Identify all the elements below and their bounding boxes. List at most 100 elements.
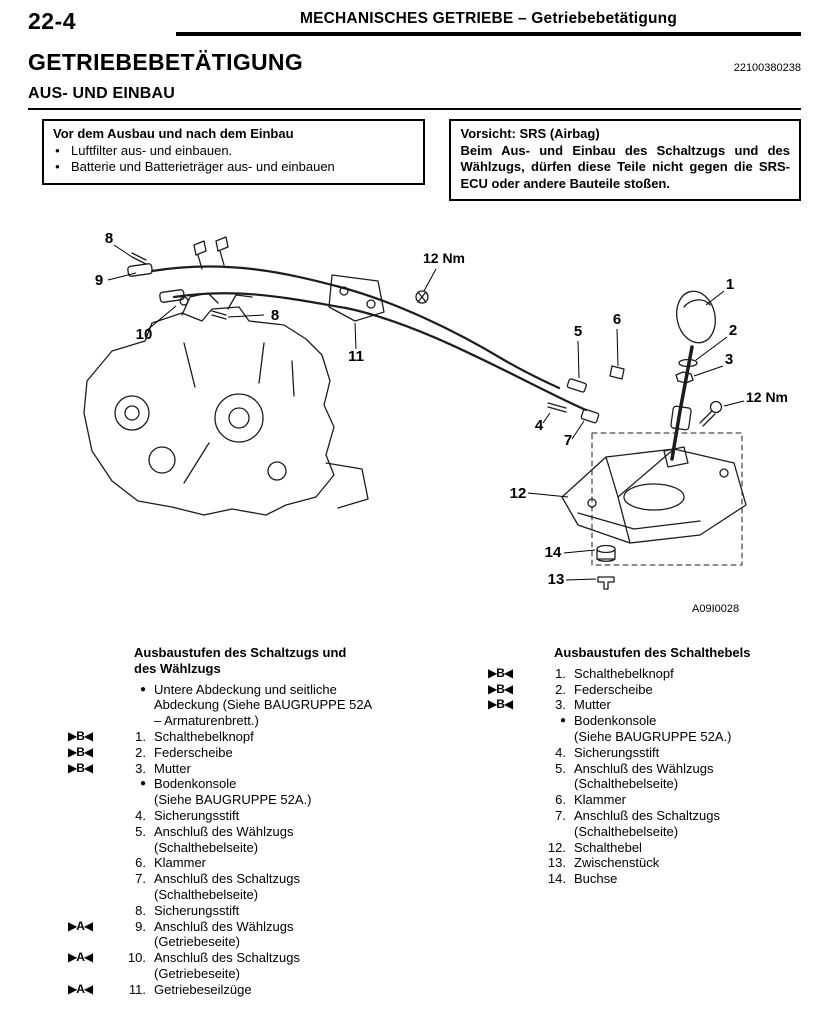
pre-work-item: ● Luftfilter aus- und einbauen. [53, 143, 414, 160]
lock-pin [547, 402, 567, 413]
page-header: 22-4 MECHANISCHES GETRIEBE – Getriebebet… [28, 8, 801, 36]
bullet-icon: ● [55, 145, 60, 155]
callout-3: 3 [725, 351, 733, 368]
step-marker [68, 713, 116, 729]
step-number [536, 729, 574, 745]
caution-box: Vorsicht: SRS (Airbag) Beim Aus- und Ein… [449, 119, 801, 201]
caution-title: Vorsicht: SRS (Airbag) [460, 126, 600, 141]
list-row: 8.Sicherungsstift [68, 903, 436, 919]
list-row: ▶B◀1.Schalthebelknopf [488, 666, 788, 682]
step-text: (Siehe BAUGRUPPE 52A.) [154, 792, 312, 808]
step-number [116, 713, 154, 729]
list-row: ●Untere Abdeckung und seitliche [68, 682, 436, 698]
step-marker [68, 840, 116, 856]
cotter-pin [211, 310, 227, 320]
torque-bolt-top [415, 290, 429, 304]
callout-10: 10 [136, 326, 153, 343]
list-row: ▶B◀1.Schalthebelknopf [68, 729, 436, 745]
list-row: 12.Schalthebel [488, 840, 788, 856]
step-text: Anschluß des Schaltzugs [154, 950, 300, 966]
step-number: 6. [555, 792, 566, 808]
step-marker [68, 824, 116, 840]
step-marker [488, 808, 536, 824]
callout-13: 13 [548, 571, 565, 588]
list-row: – Armaturenbrett.) [68, 713, 436, 729]
list-row: 4.Sicherungsstift [68, 808, 436, 824]
list-row: 5.Anschluß des Wählzugs [488, 761, 788, 777]
diagram-lineart [83, 236, 747, 590]
step-marker [488, 776, 536, 792]
step-text: Klammer [574, 792, 627, 808]
callout-12: 12 [510, 485, 527, 502]
step-marker: ▶B◀ [488, 665, 513, 680]
step-number [116, 697, 154, 713]
page-number: 22-4 [28, 8, 77, 34]
exploded-view-diagram: 8 9 10 8 11 12 Nm 5 6 1 2 3 12 Nm 4 7 12… [28, 211, 801, 643]
torque-label-right: 12 Nm [746, 389, 788, 405]
step-number [116, 792, 154, 808]
console-dashed-box [591, 432, 743, 566]
step-text: Sicherungsstift [154, 807, 240, 823]
list-row: Abdeckung (Siehe BAUGRUPPE 52A [68, 697, 436, 713]
step-number: 13. [547, 855, 566, 871]
list-row: 7.Anschluß des Schaltzugs [68, 871, 436, 887]
step-number: 6. [135, 855, 146, 871]
step-number: ● [139, 778, 146, 790]
header-title-block: MECHANISCHES GETRIEBE – Getriebebetätigu… [176, 8, 801, 36]
list-row: (Siehe BAUGRUPPE 52A.) [68, 792, 436, 808]
cable-end-fitting [159, 289, 185, 303]
list-row: 6. Klammer [68, 855, 436, 871]
step-marker: ▶A◀ [68, 918, 93, 933]
step-number: 10. [127, 950, 146, 966]
spring-washer [678, 358, 698, 368]
step-number: 3. [135, 760, 146, 776]
cable-bracket [328, 274, 385, 322]
list-row: (Schalthebelseite) [68, 887, 436, 903]
pre-work-item: ● Batterie und Batterieträger aus- und e… [53, 159, 414, 176]
step-text: (Getriebeseite) [154, 934, 240, 950]
step-text: Anschluß des Wählzugs [154, 918, 294, 934]
step-text: Klammer [154, 855, 207, 871]
step-text: Federscheibe [154, 744, 233, 760]
callout-4: 4 [535, 417, 544, 434]
list-row: (Siehe BAUGRUPPE 52A.) [488, 729, 788, 745]
select-cable-end [566, 378, 587, 393]
step-marker [488, 761, 536, 777]
figure-code: A09I0028 [692, 603, 739, 615]
step-text: Untere Abdeckung und seitliche [154, 681, 337, 697]
step-text: (Siehe BAUGRUPPE 52A.) [574, 728, 732, 744]
step-number: 14. [547, 871, 566, 887]
list-row: 5.Anschluß des Wählzugs [68, 824, 436, 840]
step-marker: ▶B◀ [488, 681, 513, 696]
step-marker: ▶A◀ [68, 950, 93, 965]
list-row: (Schalthebelseite) [488, 776, 788, 792]
step-text: Mutter [574, 697, 611, 713]
shift-lever [670, 345, 694, 461]
step-number: 8. [135, 902, 146, 918]
document-code: 22100380238 [733, 62, 801, 74]
lever-base [561, 448, 747, 544]
step-marker [68, 871, 116, 887]
step-marker [488, 855, 536, 871]
step-text: (Schalthebelseite) [154, 886, 259, 902]
step-marker [68, 934, 116, 950]
list-row: ▶B◀3.Mutter [68, 761, 436, 777]
list-row: ▶A◀ 10. Anschluß des Schaltzugs [68, 950, 436, 966]
callout-5: 5 [574, 323, 582, 340]
step-marker: ▶B◀ [68, 728, 93, 743]
list-row: ▶B◀3.Mutter [488, 697, 788, 713]
callout-6: 6 [613, 311, 621, 328]
step-marker [488, 745, 536, 761]
step-text: Schalthebel [574, 839, 642, 855]
step-text: Schalthebelknopf [574, 665, 674, 681]
pre-work-item-text: Luftfilter aus- und einbauen. [71, 142, 233, 158]
diagram-svg: 8 9 10 8 11 12 Nm 5 6 1 2 3 12 Nm 4 7 12… [83, 230, 788, 615]
list-row: 13.Zwischenstück [488, 855, 788, 871]
step-number: 2. [135, 744, 146, 760]
step-number [536, 824, 574, 840]
step-text: Schalthebelknopf [154, 728, 254, 744]
bullet-icon: ● [55, 162, 60, 171]
cable-end-fitting [127, 263, 153, 277]
list-row: ▶B◀2.Federscheibe [68, 745, 436, 761]
